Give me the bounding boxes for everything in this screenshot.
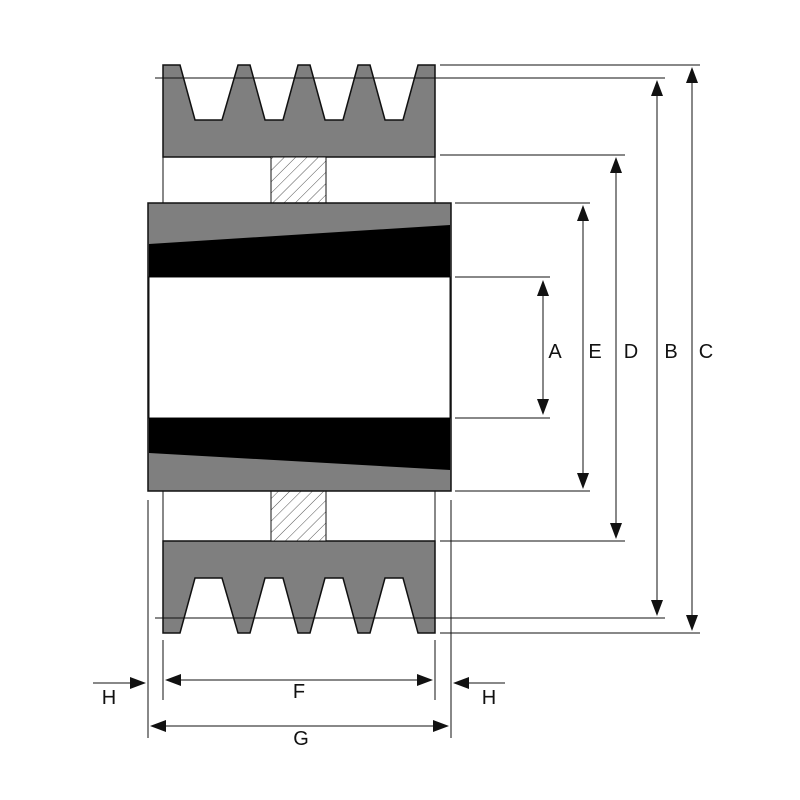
arrow-e-bottom bbox=[577, 473, 589, 489]
arrow-a-bottom bbox=[537, 399, 549, 415]
arrow-e-top bbox=[577, 205, 589, 221]
bore bbox=[148, 276, 451, 419]
arrow-b-bottom bbox=[651, 600, 663, 616]
arrow-f-left bbox=[165, 674, 181, 686]
top-rim bbox=[162, 64, 436, 158]
label-g: G bbox=[293, 728, 309, 750]
arrow-f-right bbox=[417, 674, 433, 686]
web-section-bottom bbox=[270, 490, 327, 542]
arrow-d-top bbox=[610, 157, 622, 173]
web-section-top bbox=[270, 156, 327, 204]
arrow-g-right bbox=[433, 720, 449, 732]
taper-bush-bottom bbox=[149, 418, 450, 470]
extension-lines bbox=[147, 64, 700, 738]
pulley-body bbox=[147, 64, 452, 634]
bottom-rim bbox=[162, 540, 436, 634]
arrow-a-top bbox=[537, 280, 549, 296]
arrow-h-right bbox=[453, 677, 469, 689]
arrow-d-bottom bbox=[610, 523, 622, 539]
arrow-c-top bbox=[686, 67, 698, 83]
label-b: B bbox=[664, 341, 677, 363]
label-h-left: H bbox=[102, 687, 116, 709]
dimension-arrows bbox=[537, 67, 698, 631]
label-e: E bbox=[588, 341, 601, 363]
arrow-g-left bbox=[150, 720, 166, 732]
label-d: D bbox=[624, 341, 638, 363]
label-c: C bbox=[699, 341, 713, 363]
dimension-labels: A E D B C F G H H bbox=[102, 341, 713, 750]
arrow-h-left bbox=[130, 677, 146, 689]
label-h-right: H bbox=[482, 687, 496, 709]
arrow-c-bottom bbox=[686, 615, 698, 631]
dimension-arrows-horizontal bbox=[93, 674, 505, 732]
arrow-b-top bbox=[651, 80, 663, 96]
label-a: A bbox=[548, 341, 562, 363]
taper-bush-top bbox=[149, 225, 450, 277]
label-f: F bbox=[293, 681, 305, 703]
